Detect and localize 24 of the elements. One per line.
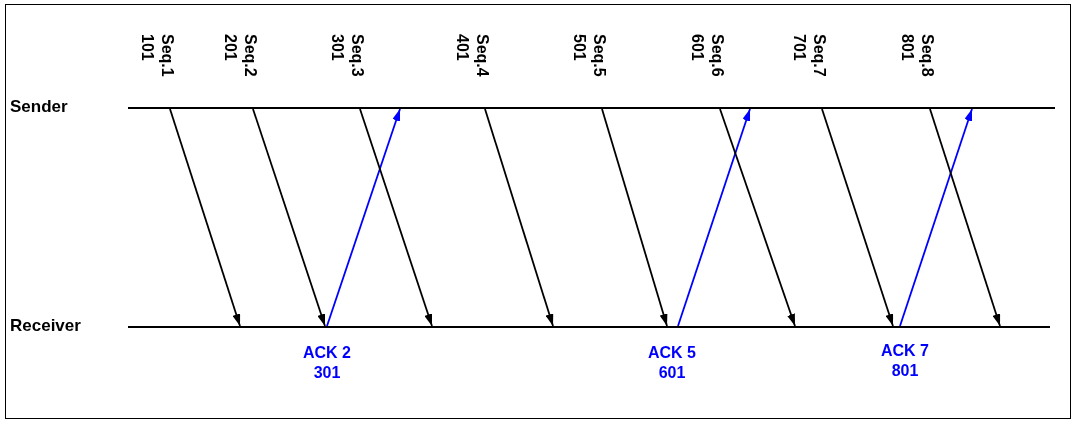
edge-label: Seq.7 701 [790, 34, 829, 79]
edge-label: Seq.2 201 [221, 34, 260, 79]
timeline-label: Sender [10, 97, 69, 117]
edge-label: Seq.6 601 [688, 34, 727, 79]
arrow [929, 108, 1001, 327]
arrow [601, 108, 668, 327]
edge-label: ACK 5 601 [647, 343, 697, 383]
edge-label: Seq.1 101 [138, 34, 177, 79]
arrow [326, 108, 401, 327]
arrow [252, 108, 326, 327]
edge-label: ACK 2 301 [302, 343, 352, 383]
edge-label: Seq.3 301 [328, 34, 367, 79]
edge-label: Seq.5 501 [570, 34, 609, 79]
edge-label: ACK 7 801 [880, 341, 930, 381]
timeline-label: Receiver [10, 316, 82, 336]
edge-label: Seq.4 401 [453, 34, 492, 79]
arrow [899, 108, 973, 327]
arrow [359, 108, 433, 327]
arrow [719, 108, 796, 327]
arrow [169, 108, 241, 327]
arrow [484, 108, 554, 327]
arrow [821, 108, 894, 327]
arrow [677, 108, 751, 327]
edge-label: Seq.8 801 [898, 34, 937, 79]
